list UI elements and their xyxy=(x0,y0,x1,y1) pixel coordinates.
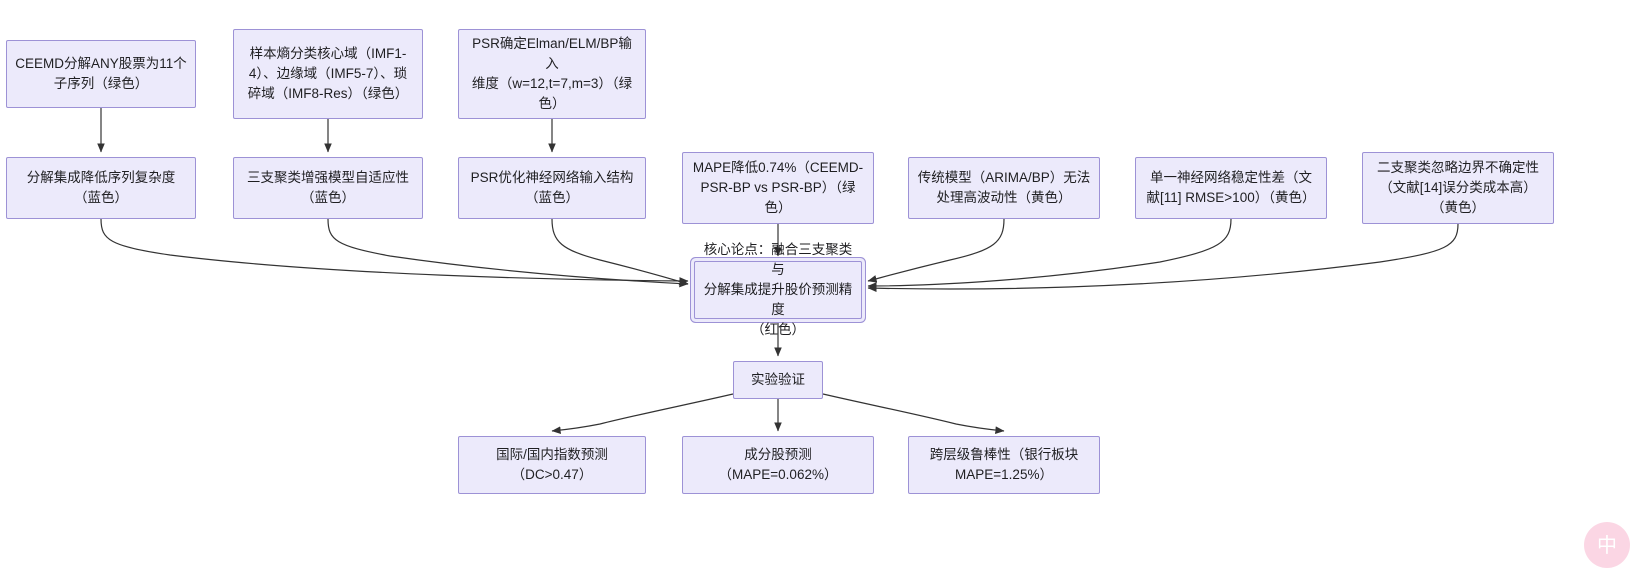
node-label: 样本熵分类核心域（IMF1- 4）、边缘域（IMF5-7）、琐 碎域（IMF8-… xyxy=(247,46,409,101)
node-label: 实验验证 xyxy=(751,372,805,387)
watermark-glyph: 中 xyxy=(1597,533,1617,557)
node-label: 二支聚类忽略边界不确定性 （文献[14]误分类成本高） （黄色） xyxy=(1377,160,1539,215)
node-single-network-instability[interactable]: 单一神经网络稳定性差（文 献[11] RMSE>100）（黄色） xyxy=(1135,157,1327,219)
node-label: 单一神经网络稳定性差（文 献[11] RMSE>100）（黄色） xyxy=(1146,170,1316,205)
edge-exp-r3 xyxy=(822,393,1005,434)
watermark-badge: 中 xyxy=(1584,522,1630,568)
node-result-cross-level-robustness[interactable]: 跨层级鲁棒性（银行板块 MAPE=1.25%） xyxy=(908,436,1100,494)
node-label: 传统模型（ARIMA/BP）无法 处理高波动性（黄色） xyxy=(917,170,1091,205)
node-core-thesis[interactable]: 核心论点：融合三支聚类与 分解集成提升股价预测精度 （红色） xyxy=(694,242,862,337)
node-psr-optimizes-network-input[interactable]: PSR优化神经网络输入结构 （蓝色） xyxy=(458,157,646,219)
edge-n5-core xyxy=(327,218,689,288)
node-label: 成分股预测 （MAPE=0.062%） xyxy=(718,447,838,482)
node-label: PSR优化神经网络输入结构 （蓝色） xyxy=(470,170,634,205)
node-two-way-clustering-boundary[interactable]: 二支聚类忽略边界不确定性 （文献[14]误分类成本高） （黄色） xyxy=(1362,152,1554,224)
node-label: 国际/国内指数预测 （DC>0.47） xyxy=(496,447,608,482)
edge-n4-core xyxy=(100,218,689,285)
edge-n10-core xyxy=(867,223,1459,293)
node-three-way-clustering-adaptivity[interactable]: 三支聚类增强模型自适应性 （蓝色） xyxy=(233,157,423,219)
node-label: 分解集成降低序列复杂度 （蓝色） xyxy=(26,170,176,205)
node-label: 跨层级鲁棒性（银行板块 MAPE=1.25%） xyxy=(929,447,1079,482)
edge-n6-core xyxy=(551,218,689,286)
node-ceemd-decomposition[interactable]: CEEMD分解ANY股票为11个 子序列（绿色） xyxy=(6,40,196,108)
edge-n8-core xyxy=(867,218,1005,283)
node-label: PSR确定Elman/ELM/BP输入 维度（w=12,t=7,m=3）（绿 色… xyxy=(471,36,633,111)
node-label: 三支聚类增强模型自适应性 （蓝色） xyxy=(247,170,409,205)
node-label: CEEMD分解ANY股票为11个 子序列（绿色） xyxy=(15,56,187,91)
node-sample-entropy-classification[interactable]: 样本熵分类核心域（IMF1- 4）、边缘域（IMF5-7）、琐 碎域（IMF8-… xyxy=(233,29,423,119)
node-label: MAPE降低0.74%（CEEMD- PSR-BP vs PSR-BP）（绿 色… xyxy=(692,160,864,215)
node-mape-reduction[interactable]: MAPE降低0.74%（CEEMD- PSR-BP vs PSR-BP）（绿 色… xyxy=(682,152,874,224)
node-result-index-prediction[interactable]: 国际/国内指数预测 （DC>0.47） xyxy=(458,436,646,494)
edge-n9-core xyxy=(867,218,1232,290)
node-psr-input-dimension[interactable]: PSR确定Elman/ELM/BP输入 维度（w=12,t=7,m=3）（绿 色… xyxy=(458,29,646,119)
node-result-constituent-stock[interactable]: 成分股预测 （MAPE=0.062%） xyxy=(682,436,874,494)
node-experimental-verification[interactable]: 实验验证 xyxy=(733,361,823,399)
node-label: 核心论点：融合三支聚类与 分解集成提升股价预测精度 （红色） xyxy=(703,242,853,337)
node-traditional-model-limitation[interactable]: 传统模型（ARIMA/BP）无法 处理高波动性（黄色） xyxy=(908,157,1100,219)
node-decomposition-reduces-complexity[interactable]: 分解集成降低序列复杂度 （蓝色） xyxy=(6,157,196,219)
edge-exp-r1 xyxy=(551,393,734,434)
